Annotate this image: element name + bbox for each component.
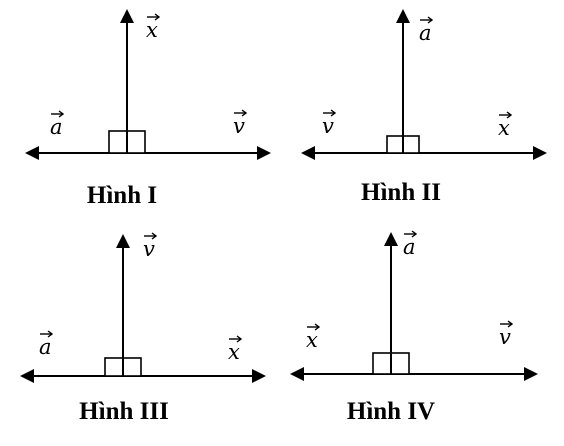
figure-caption: Hình II [361,179,441,206]
up-arrowhead [396,9,410,23]
vector-arrow-tip [427,16,434,24]
right-vector-label: v [233,109,248,138]
vector-arrow-tip [241,109,248,117]
vector-letter: a [403,235,416,259]
left-arrowhead [20,369,34,383]
right-arrowhead [252,369,266,383]
right-vector-label: v [499,320,514,349]
left-arrowhead [301,146,315,160]
figure-caption: Hình IV [347,398,435,425]
vector-arrow-tip [330,109,337,117]
vector-arrow-tip [506,111,513,119]
vector-letter: v [322,114,334,138]
left-vector-label: a [50,110,65,139]
right-arrowhead [257,146,271,160]
vector-arrow-tip [314,323,321,331]
right-vector-label: x [228,335,243,364]
figure-2: a v x Hình II [301,9,547,206]
vector-arrow-tip [151,232,158,240]
vector-arrow-tip [47,330,54,338]
vector-letter: a [419,21,432,45]
left-vector-label: x [306,323,321,352]
left-arrowhead [25,146,39,160]
right-arrowhead [524,367,538,381]
up-vector-label: a [419,16,434,45]
vector-letter: a [50,115,63,139]
figure-1: x a v Hình I [25,9,271,209]
left-arrowhead [290,367,304,381]
vector-letter: v [233,114,245,138]
vector-arrow-tip [154,13,161,21]
figure-caption: Hình I [87,182,157,209]
vector-arrow-tip [236,335,243,343]
vector-letter: v [143,237,155,261]
right-arrowhead [533,146,547,160]
figure-caption: Hình III [79,398,169,425]
up-vector-label: v [143,232,158,261]
figure-3: v a x Hình III [20,232,266,425]
vector-letter: x [228,340,240,364]
up-arrowhead [384,232,398,246]
up-arrowhead [116,234,130,248]
vector-letter: x [498,116,510,140]
up-vector-label: a [403,230,418,259]
vector-letter: a [39,335,52,359]
vector-letter: v [499,325,511,349]
vector-arrow-tip [58,110,65,118]
right-vector-label: x [498,111,513,140]
up-arrowhead [120,9,134,23]
up-vector-label: x [146,13,161,42]
left-vector-label: v [322,109,337,138]
figure-4: a x v Hình IV [290,230,538,425]
vector-arrow-tip [507,320,514,328]
vector-letter: x [306,328,318,352]
left-vector-label: a [39,330,54,359]
vector-letter: x [146,18,158,42]
vector-arrow-tip [411,230,418,238]
